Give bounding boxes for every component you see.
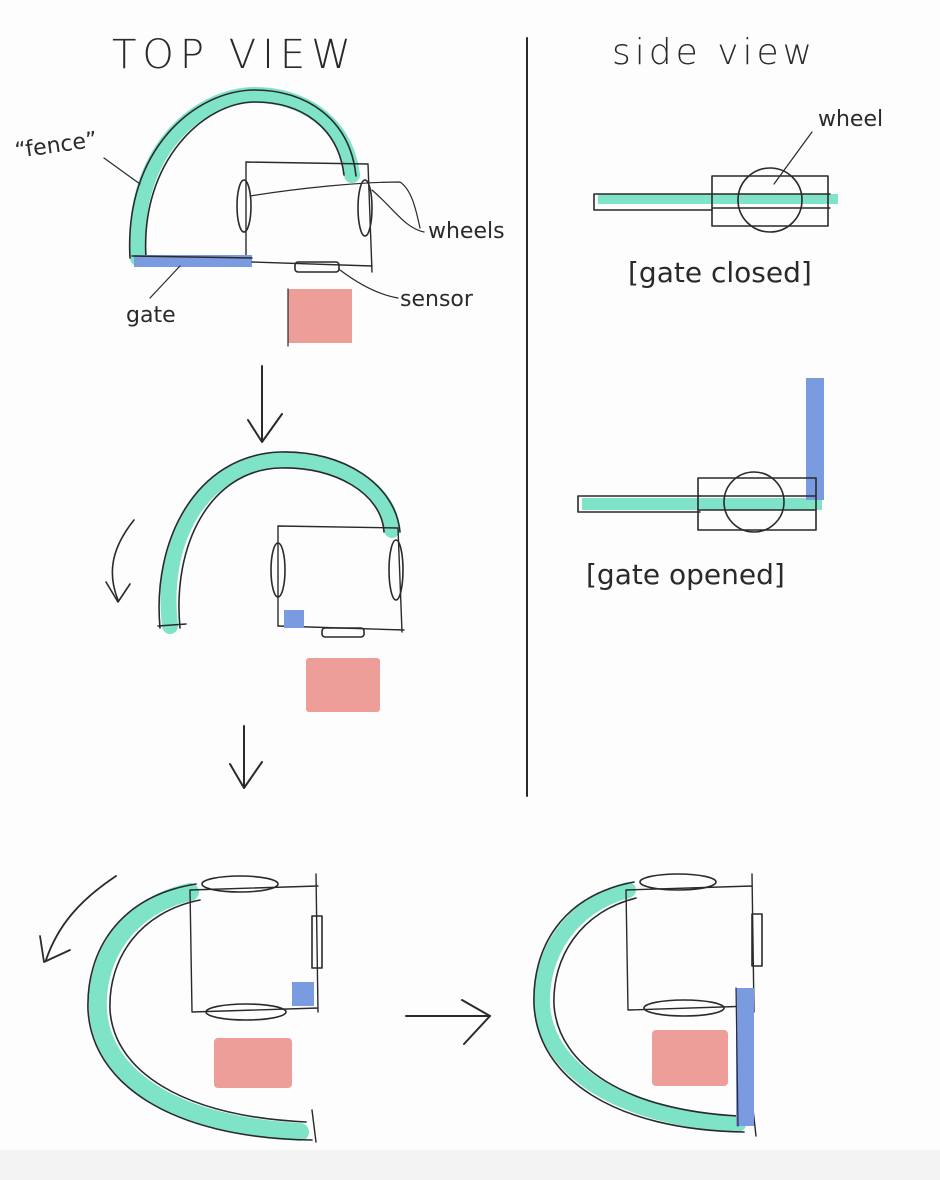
top-view-step-1: “fence” wheels gate sensor — [13, 86, 505, 347]
chassis-outline — [711, 175, 829, 227]
wheel-right — [357, 179, 373, 237]
wheel-bottom — [643, 999, 725, 1017]
side-view-opened: [gate opened] — [577, 378, 824, 591]
arrow-right-icon — [405, 999, 491, 1045]
wheel — [723, 471, 785, 533]
top-view-heading: TOP VIEW — [112, 32, 357, 78]
sensor-area — [306, 658, 380, 712]
wheel-top — [639, 873, 717, 891]
wheel — [737, 167, 803, 233]
fence-outline — [128, 89, 357, 259]
fence-arc — [88, 883, 309, 1141]
fence-arc — [533, 882, 746, 1132]
sensor-area — [214, 1038, 292, 1088]
wheel-left — [270, 542, 286, 598]
sensor-box — [751, 913, 763, 967]
gate-opened-label: [gate opened] — [586, 558, 785, 591]
sensor-label: sensor — [400, 287, 474, 312]
gate-closed-label: [gate closed] — [628, 256, 812, 289]
sensor-area — [288, 289, 352, 343]
gate-bar — [736, 988, 754, 1126]
gate-label: gate — [126, 303, 176, 328]
wheel-bottom — [205, 1003, 287, 1021]
top-view-step-3 — [39, 873, 323, 1143]
wheels-label: wheels — [428, 219, 505, 244]
rotate-arrow-icon — [111, 519, 135, 601]
sensor-box — [311, 915, 323, 969]
footer-band — [0, 1150, 940, 1180]
sensor-box — [321, 627, 365, 638]
sensor-box — [294, 261, 340, 273]
arrow-down-icon — [229, 725, 263, 789]
gate-block — [292, 982, 314, 1006]
fence-arc — [160, 451, 400, 634]
chassis-outline — [245, 161, 373, 273]
wheel-label: wheel — [818, 107, 883, 132]
gate-block — [284, 610, 304, 628]
side-view-closed: wheel [gate closed] — [593, 107, 883, 289]
fence-label: “fence” — [13, 128, 99, 164]
wheel-right — [388, 539, 404, 601]
chassis-outline — [697, 477, 817, 531]
rotate-arrow-icon — [45, 875, 117, 961]
top-view-step-2 — [105, 451, 405, 712]
side-view-heading: side view — [612, 32, 816, 73]
top-view-step-4 — [533, 873, 763, 1137]
sensor-area — [652, 1030, 728, 1086]
arrow-down-icon — [247, 365, 283, 443]
gate-bar-raised — [806, 378, 824, 500]
fence-arc — [129, 86, 360, 266]
wheel-left — [236, 179, 252, 233]
wheel-top — [201, 875, 279, 893]
